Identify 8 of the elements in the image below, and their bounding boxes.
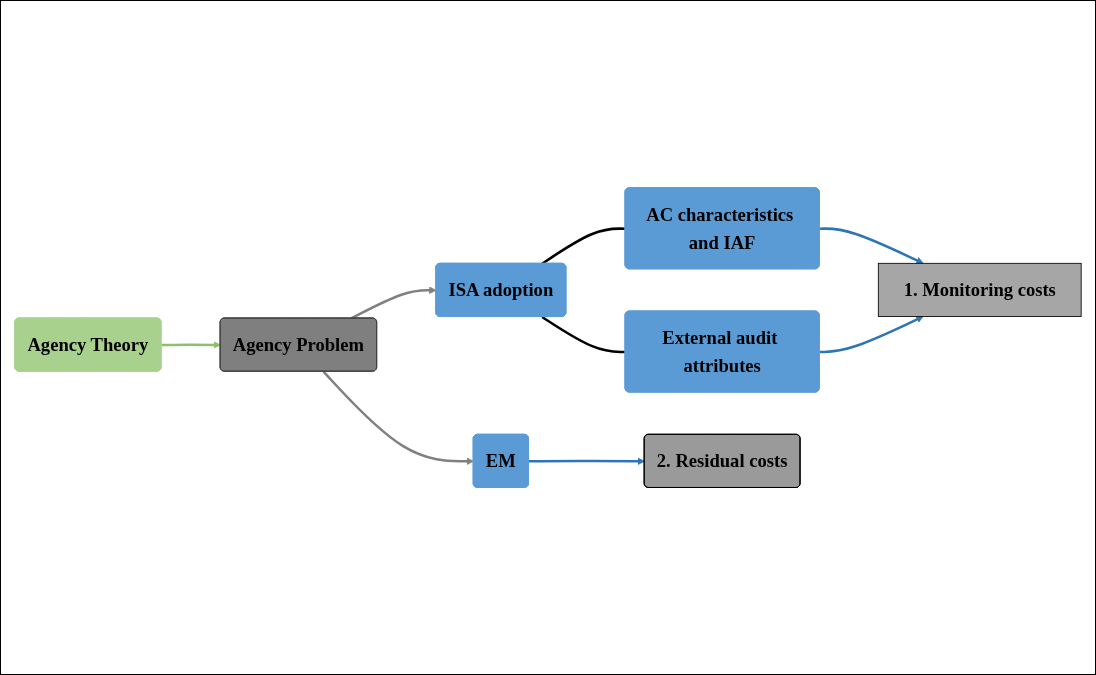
arrow xyxy=(161,341,221,349)
connector xyxy=(541,227,626,265)
arrow xyxy=(819,227,924,264)
arrow xyxy=(528,457,645,465)
connector xyxy=(541,315,626,354)
arrow xyxy=(322,370,474,465)
arrow xyxy=(819,315,924,354)
node-box: 1. Monitoring costs xyxy=(877,262,1082,317)
